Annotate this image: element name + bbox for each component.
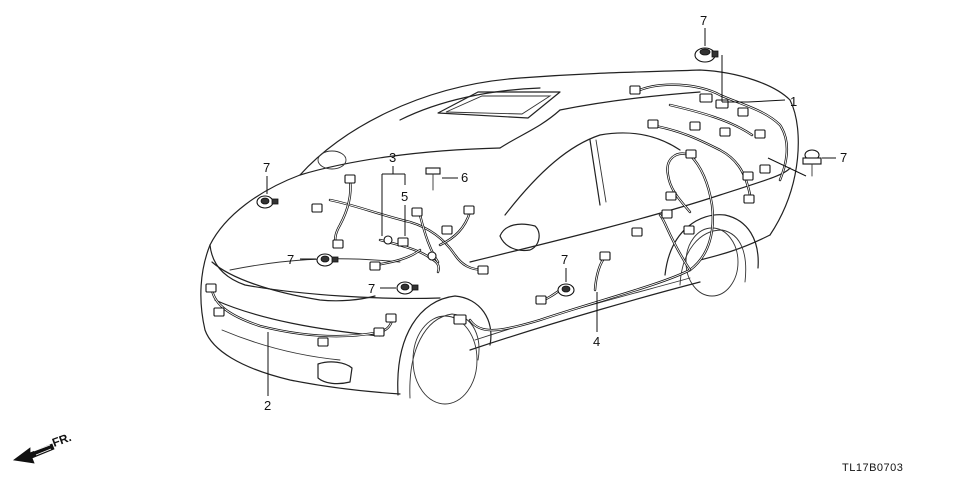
front-direction-arrow-icon — [12, 443, 55, 464]
callout-labels: 1 2 3 4 5 6 7 7 7 7 7 7 — [263, 13, 847, 413]
clip-7-right — [802, 149, 822, 177]
clip-7-mid-left — [316, 253, 339, 267]
harness-3-5-engine — [311, 174, 489, 275]
clip-7-top — [694, 47, 719, 63]
front-label: FR. — [50, 430, 73, 450]
leader-lines — [266, 28, 836, 396]
callout-6: 6 — [461, 170, 468, 185]
clip-7-center — [557, 283, 575, 297]
bolt-6 — [425, 167, 441, 191]
callout-7-lower-left: 7 — [368, 281, 375, 296]
callout-1: 1 — [790, 94, 797, 109]
callout-5: 5 — [401, 189, 408, 204]
car-outline — [200, 69, 799, 405]
callout-7-right: 7 — [840, 150, 847, 165]
callout-7-mid-left: 7 — [287, 252, 294, 267]
callout-4: 4 — [593, 334, 600, 349]
callout-7-center: 7 — [561, 252, 568, 267]
harness-2-bumper — [205, 283, 397, 347]
callout-7-top: 7 — [700, 13, 707, 28]
callout-2: 2 — [264, 398, 271, 413]
callout-7-left: 7 — [263, 160, 270, 175]
harness-1-rear — [629, 83, 788, 204]
harness-4-floor — [453, 149, 714, 332]
clip-7-lower-left — [396, 281, 419, 295]
callout-3: 3 — [389, 150, 396, 165]
diagram-code: TL17B0703 — [842, 462, 903, 474]
clip-7-left — [256, 195, 279, 209]
